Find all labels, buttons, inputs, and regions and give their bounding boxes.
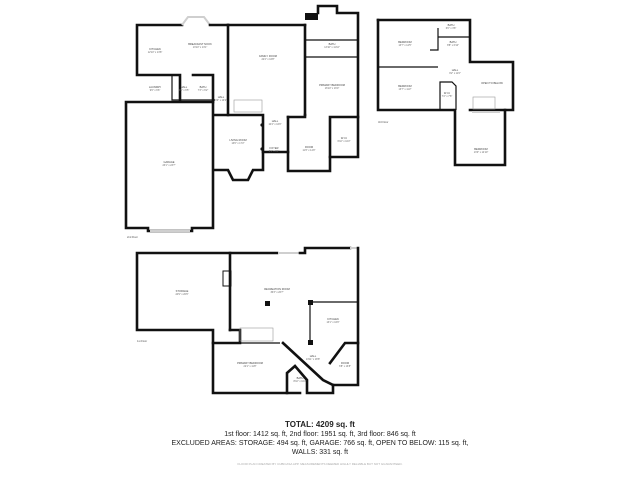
room-dims: 13'7" x 11'2" [399,88,412,91]
room-dims: 8'10" x 10'2" [293,380,306,383]
room-dims: 6'0" x 3'8" [446,27,457,30]
room-label: GARAGE [163,160,174,164]
staircase [233,99,263,113]
room-dims: 3'6" x 6'5" [179,89,190,92]
floor-plan-2nd-floor: KITCHEN 12'10" x 13'8" BREAKFAST NOOK 13… [124,4,360,239]
room-label: KITCHEN [149,47,161,51]
room-label: W.I.C [341,136,347,140]
room-dims: 3'0" x 10'2" [215,99,227,102]
room-label: BATH [297,376,304,380]
floor-plan-1st-floor: STORAGE 24'9" x 20'6" RECREATION ROOM 36… [135,246,360,395]
room-dims: 13'0" x 14'10" [474,151,489,154]
room-label: PRIMARY BEDROOM [319,83,345,87]
room-dims: 10'4" x 16'0" [268,123,281,126]
room-dims: 16'10" x 16'0" [325,87,340,90]
floor-label: 2nd Floor [127,235,138,239]
floor-plan-3rd-floor: BEDROOM 13'7" x 12'5" BATH 6'0" x 3'8" B… [376,18,515,167]
room-dims: 23'1" x 23'7" [162,164,175,167]
room-dims: 9'2" x 11'0" [449,72,461,75]
room-label: BATH [448,23,455,27]
room-dims: 5'1" x 6'1" [269,150,280,153]
room-label: BEDROOM [398,84,411,88]
room-dims: 22'4" x 16'8" [261,58,274,61]
room-label: BREAKFAST NOOK [188,42,212,46]
room-dims: 13'11" x 18'8" [306,358,320,361]
room-dims: 9'6" x 6'6" [150,89,161,92]
total-area: TOTAL: 4209 sq. ft [285,420,355,429]
room-dims: 24'9" x 20'6" [175,293,188,296]
room-label: LIVING ROOM [229,138,246,142]
room-dims: 6'8" x 13'8" [339,365,351,368]
room-dims: 12'10" x 13'8" [148,51,163,54]
room-label: HALL [452,68,459,72]
room-label: LAUNDRY [149,85,162,89]
room-label: FOYER [270,146,279,150]
fireplace-icon [305,13,318,20]
disclaimer: FLOOR PLAN CREATED BY CUBICASA APP. MEAS… [237,462,403,466]
room-label: W.I.C [444,91,450,95]
excluded-areas: EXCLUDED AREAS: STORAGE: 494 sq. ft, GAR… [171,440,469,447]
room-label: FAMILY ROOM [259,54,277,58]
room-label: OPEN TO BELOW [481,81,503,85]
room-label: BATH [450,40,457,44]
room-label: RECREATION ROOM [264,287,290,291]
room-dims: 7'2" x 7'8" [442,95,453,98]
floor-areas: 1st floor: 1412 sq. ft, 2nd floor: 1951 … [224,431,416,438]
room-label: HALL [218,95,225,99]
room-dims: 36'3" x 26'7" [270,291,283,294]
room-label: ROOM [305,145,313,149]
room-label: PRIMARY BEDROOM [237,361,263,365]
room-dims: 6'10" x 10'2" [337,140,350,143]
room-label: BATH [329,42,336,46]
room-dims: 22'1" x 11'8" [244,365,257,368]
floor-label: 3rd Floor [378,120,389,124]
room-dims: 8'8" x 6'10" [447,44,459,47]
room-label: ROOM [341,361,349,365]
room-label: HALL [181,85,188,89]
room-label: BEDROOM [474,147,487,151]
room-label: HALL [310,354,317,358]
room-dims: 13'6" x 17'2" [231,142,244,145]
room-dims: 11'6" x 14'0" [303,149,316,152]
room-dims: 13'10" x 13'1" [193,46,208,49]
room-label: HALL [272,119,279,123]
room-label: STORAGE [176,289,189,293]
room-label: KITCHEN [327,317,339,321]
room-dims: 7'3" x 6'2" [198,89,209,92]
room-dims: 13'7" x 12'5" [398,44,411,47]
walls-area: WALLS: 331 sq. ft [291,449,349,456]
room-dims: 13'10" x 11'10" [324,46,340,49]
room-label: BEDROOM [398,40,411,44]
floor-label: 1st Floor [137,339,147,343]
room-dims: 13'1" x 16'0" [326,321,339,324]
room-label: BATH [200,85,207,89]
